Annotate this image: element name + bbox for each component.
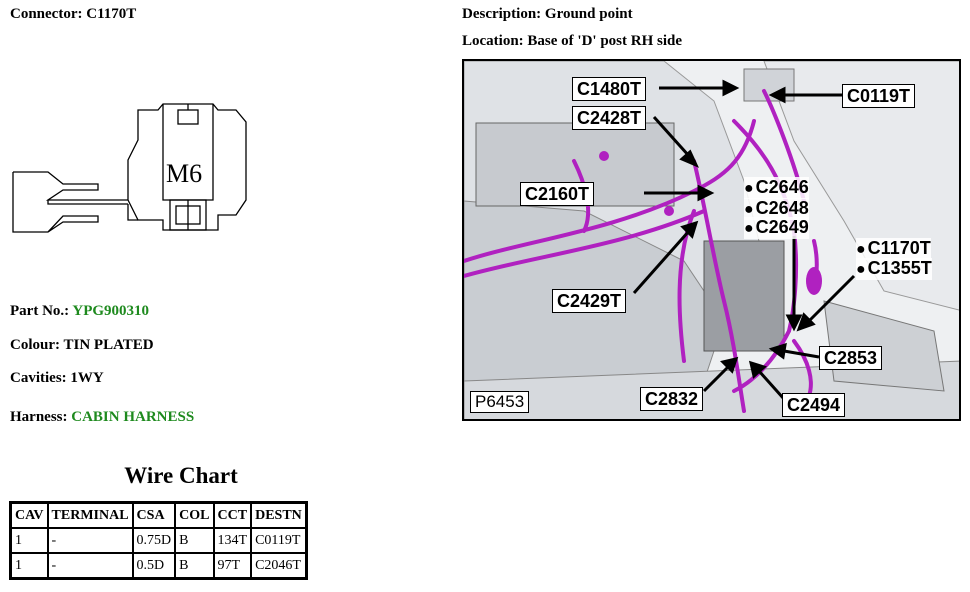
callout-c2160t: C2160T (520, 182, 595, 206)
callout-c2648: ●C2648 (744, 198, 809, 220)
cavities-line: Cavities: 1WY (10, 370, 104, 387)
cell-destn: C0119T (250, 527, 308, 554)
connector-drawing: M6 (12, 103, 247, 233)
connector-line: Connector: C1170T (10, 6, 136, 23)
col-cct: CCT (212, 501, 253, 529)
cavities-label: Cavities: (10, 370, 67, 386)
m6-marking: M6 (166, 159, 202, 188)
callout-c1170t: ●C1170T (856, 238, 931, 260)
colour-label: Colour: (10, 337, 60, 353)
callout-c2649: ●C2649 (744, 217, 809, 239)
callout-c2494: C2494 (782, 393, 846, 417)
col-destn: DESTN (250, 501, 308, 529)
cell-csa: 0.5D (131, 552, 177, 580)
callout-c2429t: C2429T (552, 289, 627, 313)
description-label: Description: (462, 6, 542, 22)
location-value: Base of 'D' post RH side (527, 33, 683, 49)
col-col: COL (174, 501, 215, 529)
cell-col: B (174, 527, 215, 554)
table-row: 1 - 0.5D B 97T C2046T (9, 552, 308, 580)
description-line: Description: Ground point (462, 6, 633, 23)
cell-cav: 1 (9, 552, 49, 580)
photo-ref-code: P6453 (470, 391, 530, 413)
bullet-icon: ● (856, 261, 866, 278)
part-no-value[interactable]: YPG900310 (72, 303, 150, 319)
cell-destn: C2046T (250, 552, 308, 580)
col-csa: CSA (131, 501, 177, 529)
harness-label: Harness: (10, 409, 68, 425)
callout-c2428t: C2428T (572, 106, 647, 130)
cell-cct: 97T (212, 552, 253, 580)
bullet-icon: ● (744, 180, 754, 197)
cell-cav: 1 (9, 527, 49, 554)
cell-terminal: - (46, 527, 134, 554)
cell-csa: 0.75D (131, 527, 177, 554)
callout-c2832: C2832 (640, 387, 704, 411)
col-cav: CAV (9, 501, 49, 529)
colour-line: Colour: TIN PLATED (10, 337, 154, 354)
part-no-line: Part No.: YPG900310 (10, 303, 149, 320)
callout-c1480t: C1480T (572, 77, 647, 101)
location-line: Location: Base of 'D' post RH side (462, 33, 682, 50)
harness-line: Harness: CABIN HARNESS (10, 409, 194, 426)
wire-chart-title: Wire Chart (124, 463, 238, 488)
connector-value: C1170T (86, 6, 137, 22)
callout-c2646: ●C2646 (744, 177, 809, 199)
callout-c0119t: C0119T (842, 84, 916, 108)
connector-label: Connector: (10, 6, 83, 22)
col-terminal: TERMINAL (46, 501, 134, 529)
part-no-label: Part No.: (10, 303, 70, 319)
table-row: 1 - 0.75D B 134T C0119T (9, 527, 308, 554)
description-value: Ground point (544, 6, 633, 22)
table-header-row: CAV TERMINAL CSA COL CCT DESTN (9, 501, 308, 529)
callout-c2853: C2853 (819, 346, 883, 370)
wire-chart-table: CAV TERMINAL CSA COL CCT DESTN 1 - 0.75D… (9, 501, 308, 580)
colour-value: TIN PLATED (63, 337, 154, 353)
bullet-icon: ● (856, 241, 866, 258)
cell-terminal: - (46, 552, 134, 580)
location-photo: C1480T C0119T C2428T C2160T ●C2646 ●C264… (462, 59, 961, 421)
callout-c1355t: ●C1355T (856, 258, 932, 280)
cell-col: B (174, 552, 215, 580)
harness-value[interactable]: CABIN HARNESS (71, 409, 195, 425)
cavities-value: 1WY (70, 370, 104, 386)
location-label: Location: (462, 33, 524, 49)
cell-cct: 134T (212, 527, 253, 554)
bullet-icon: ● (744, 201, 754, 218)
bullet-icon: ● (744, 220, 754, 237)
